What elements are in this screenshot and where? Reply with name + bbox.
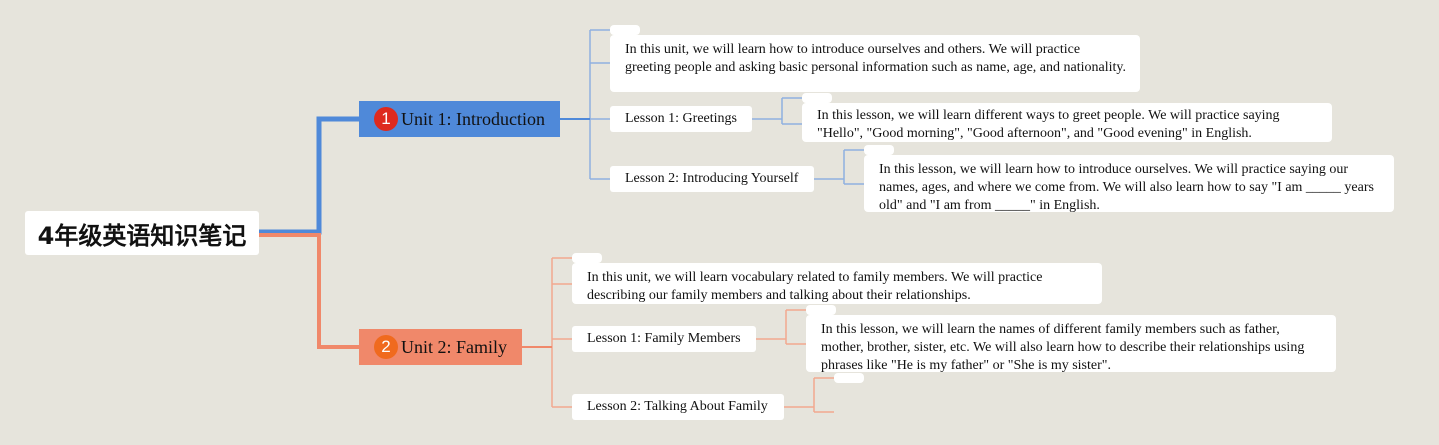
unit1-lesson1-note-card[interactable]: In this lesson, we will learn different … — [802, 103, 1332, 142]
root-to-unit2-link — [259, 233, 359, 349]
unit1-child-links — [560, 29, 864, 185]
unit1-topic[interactable]: 1 Unit 1: Introduction — [359, 101, 560, 137]
unit2-lesson1-note-tab — [806, 305, 836, 315]
unit2-summary-tab — [572, 253, 602, 263]
root-to-unit1-link — [259, 116, 359, 235]
unit2-lesson2-topic[interactable]: Lesson 2: Talking About Family — [572, 394, 784, 420]
root-title: 4年级英语知识笔记 — [37, 221, 247, 250]
unit2-summary-text: In this unit, we will learn vocabulary r… — [587, 270, 1043, 303]
unit2-number-badge: 2 — [374, 335, 398, 359]
unit1-lesson1-note-text: In this lesson, we will learn different … — [817, 108, 1280, 141]
unit1-lesson2-note-text: In this lesson, we will learn how to int… — [879, 162, 1374, 212]
unit2-lesson2-note-tab — [834, 373, 864, 383]
unit2-summary-card[interactable]: In this unit, we will learn vocabulary r… — [572, 263, 1102, 304]
unit2-lesson2-title: Lesson 2: Talking About Family — [587, 399, 768, 414]
unit1-lesson2-note-card[interactable]: In this lesson, we will learn how to int… — [864, 155, 1394, 212]
unit1-summary-card[interactable]: In this unit, we will learn how to intro… — [610, 35, 1140, 92]
unit1-lesson2-topic[interactable]: Lesson 2: Introducing Yourself — [610, 166, 814, 192]
root-topic[interactable]: 4年级英语知识笔记 — [25, 211, 259, 255]
unit1-lesson2-note-tab — [864, 145, 894, 155]
unit1-summary-text: In this unit, we will learn how to intro… — [625, 42, 1126, 75]
unit2-lesson1-note-text: In this lesson, we will learn the names … — [821, 322, 1305, 372]
unit2-topic[interactable]: 2 Unit 2: Family — [359, 329, 522, 365]
unit1-lesson2-title: Lesson 2: Introducing Yourself — [625, 171, 799, 186]
unit2-lesson1-topic[interactable]: Lesson 1: Family Members — [572, 326, 756, 352]
unit1-summary-tab — [610, 25, 640, 35]
unit1-lesson1-topic[interactable]: Lesson 1: Greetings — [610, 106, 752, 132]
unit1-number-badge: 1 — [374, 107, 398, 131]
unit2-lesson1-title: Lesson 1: Family Members — [587, 331, 741, 346]
unit1-title: Unit 1: Introduction — [401, 108, 545, 129]
unit2-lesson1-note-card[interactable]: In this lesson, we will learn the names … — [806, 315, 1336, 372]
unit1-lesson1-note-tab — [802, 93, 832, 103]
unit1-lesson1-title: Lesson 1: Greetings — [625, 111, 737, 126]
unit2-title: Unit 2: Family — [401, 336, 508, 357]
